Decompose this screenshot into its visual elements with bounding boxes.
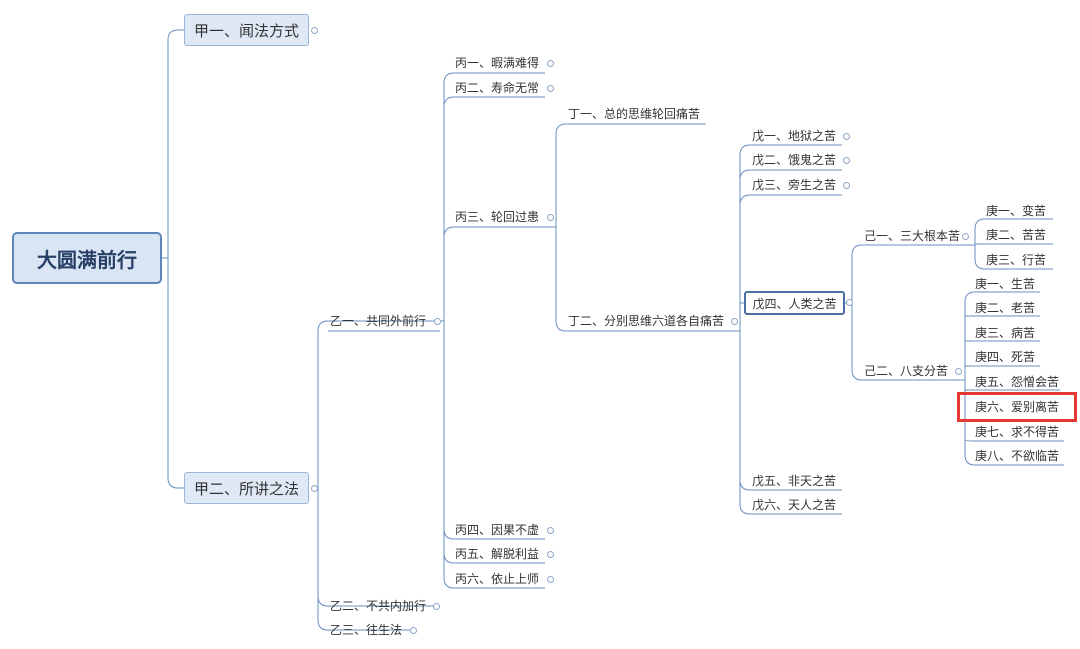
node-jia2-label: 甲二、所讲之法 — [193, 479, 299, 498]
expand-dot-icon[interactable] — [843, 133, 850, 140]
node-geng-b2[interactable]: 庚二、老苦 — [975, 301, 1036, 315]
node-geng-a2[interactable]: 庚二、苦苦 — [986, 228, 1047, 242]
node-geng-a1[interactable]: 庚一、变苦 — [986, 204, 1047, 218]
node-wu2[interactable]: 戊二、饿鬼之苦 — [752, 153, 837, 167]
expand-dot-icon[interactable] — [311, 27, 318, 34]
collapse-dot-icon[interactable] — [955, 368, 962, 375]
node-yi3[interactable]: 乙三、往生法 — [330, 623, 403, 637]
expand-dot-icon[interactable] — [547, 527, 554, 534]
node-wu6[interactable]: 戊六、天人之苦 — [752, 498, 837, 512]
collapse-dot-icon[interactable] — [846, 299, 853, 306]
node-ding1[interactable]: 丁一、总的思维轮回痛苦 — [568, 107, 701, 121]
expand-dot-icon[interactable] — [843, 182, 850, 189]
node-jia1[interactable]: 甲一、闻法方式 — [184, 14, 309, 46]
node-bing5[interactable]: 丙五、解脱利益 — [455, 547, 540, 561]
node-geng-b4[interactable]: 庚四、死苦 — [975, 350, 1036, 364]
node-ding2[interactable]: 丁二、分别思维六道各自痛苦 — [568, 314, 725, 328]
node-bing1[interactable]: 丙一、暇满难得 — [455, 56, 540, 70]
collapse-dot-icon[interactable] — [311, 485, 318, 492]
collapse-dot-icon[interactable] — [547, 214, 554, 221]
node-geng-a3[interactable]: 庚三、行苦 — [986, 253, 1047, 267]
expand-dot-icon[interactable] — [547, 551, 554, 558]
node-ji2[interactable]: 己二、八支分苦 — [864, 364, 949, 378]
node-bing4[interactable]: 丙四、因果不虚 — [455, 523, 540, 537]
collapse-dot-icon[interactable] — [434, 318, 441, 325]
node-wu3[interactable]: 戊三、旁生之苦 — [752, 178, 837, 192]
root-node[interactable]: 大圆满前行 — [12, 232, 162, 284]
highlight-box — [957, 392, 1077, 422]
node-bing6[interactable]: 丙六、依止上师 — [455, 572, 540, 586]
expand-dot-icon[interactable] — [547, 576, 554, 583]
expand-dot-icon[interactable] — [547, 60, 554, 67]
node-geng-b8[interactable]: 庚八、不欲临苦 — [975, 449, 1060, 463]
node-yi1[interactable]: 乙一、共同外前行 — [330, 314, 427, 328]
node-geng-b7[interactable]: 庚七、求不得苦 — [975, 425, 1060, 439]
node-wu1[interactable]: 戊一、地狱之苦 — [752, 129, 837, 143]
node-geng-b3[interactable]: 庚三、病苦 — [975, 326, 1036, 340]
collapse-dot-icon[interactable] — [962, 233, 969, 240]
node-yi2[interactable]: 乙二、不共内加行 — [330, 599, 427, 613]
node-wu4-selected[interactable]: 戊四、人类之苦 — [744, 291, 845, 315]
root-node-label: 大圆满前行 — [37, 247, 137, 272]
node-wu4-label: 戊四、人类之苦 — [752, 296, 837, 311]
expand-dot-icon[interactable] — [843, 157, 850, 164]
node-bing2[interactable]: 丙二、寿命无常 — [455, 81, 540, 95]
expand-dot-icon[interactable] — [547, 85, 554, 92]
node-geng-b6[interactable]: 庚六、爱别离苦 — [975, 400, 1060, 414]
expand-dot-icon[interactable] — [433, 603, 440, 610]
expand-dot-icon[interactable] — [410, 627, 417, 634]
node-jia1-label: 甲一、闻法方式 — [193, 21, 299, 40]
node-bing3[interactable]: 丙三、轮回过患 — [455, 210, 540, 224]
collapse-dot-icon[interactable] — [731, 318, 738, 325]
node-geng-b5[interactable]: 庚五、怨憎会苦 — [975, 375, 1060, 389]
node-jia2[interactable]: 甲二、所讲之法 — [184, 472, 309, 504]
node-ji1[interactable]: 己一、三大根本苦 — [864, 229, 961, 243]
node-geng-b1[interactable]: 庚一、生苦 — [975, 277, 1036, 291]
node-wu5[interactable]: 戊五、非天之苦 — [752, 474, 837, 488]
